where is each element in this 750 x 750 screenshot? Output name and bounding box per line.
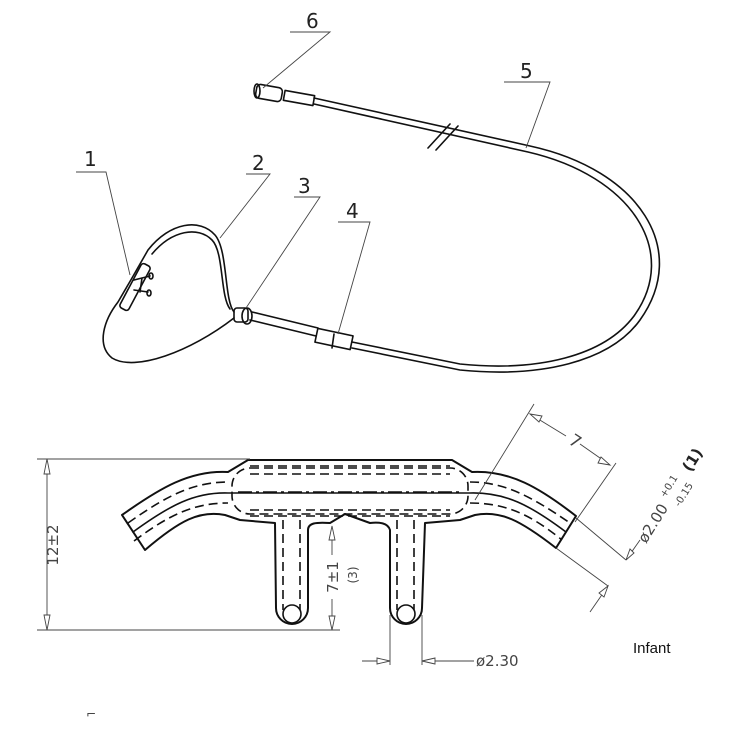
- label-6-text: 6: [306, 9, 319, 33]
- label-3-leader: [245, 196, 321, 309]
- prong-opening-left: [282, 604, 302, 624]
- hidden-lines-body: [250, 465, 450, 517]
- label-6-leader: [262, 31, 332, 89]
- overall-height-text: 12±2: [44, 524, 62, 565]
- tube-2: [102, 224, 235, 364]
- dimension-line-break: [325, 555, 341, 599]
- tube-5-inner-edge: [313, 103, 653, 367]
- label-5: 5: [504, 59, 551, 149]
- break-mark: [427, 123, 459, 151]
- dimension-overall-height: 12±2: [37, 458, 340, 631]
- label-3: 3: [245, 174, 321, 309]
- label-5-leader: [504, 81, 551, 149]
- hidden-lines-prongs: [282, 520, 415, 610]
- label-1: 1: [76, 147, 131, 276]
- connector-6: [253, 83, 316, 107]
- hidden-chamber: [231, 467, 469, 515]
- hidden-lines-side-tubes: [127, 481, 571, 542]
- tube-5: [313, 97, 661, 373]
- label-4: 4: [337, 199, 371, 335]
- dimension-tube-length: 7: [474, 403, 617, 523]
- dimension-prong-length: 7±1 (3): [324, 525, 360, 631]
- prong-length-text: 7±1: [324, 561, 342, 593]
- tube-2-inner-edge: [151, 231, 231, 310]
- tube-diameter-label: ø2.00 +0.1 -0.15 (1): [634, 445, 707, 546]
- label-4-leader: [337, 221, 371, 335]
- cannula-outline: [121, 459, 577, 625]
- label-6: 6: [262, 9, 332, 89]
- tube-diameter-text: ø2.00: [634, 500, 672, 546]
- label-2: 2: [219, 151, 271, 239]
- corner-mark: ⌐: [86, 707, 96, 721]
- label-2-text: 2: [252, 151, 265, 175]
- label-1-text: 1: [84, 147, 97, 171]
- cannula-detail-view: 12±2 7±1 (3) ø2.30 7 ø2.00 +0.1 -0.15: [37, 403, 707, 670]
- prong-diameter-text: ø2.30: [476, 652, 519, 670]
- label-4-text: 4: [346, 199, 359, 223]
- label-5-text: 5: [520, 59, 533, 83]
- nasal-cannula-1: [119, 262, 154, 312]
- prong-length-ref-text: (3): [346, 567, 360, 584]
- label-3-text: 3: [298, 174, 311, 198]
- dimension-prong-diameter: ø2.30: [362, 615, 519, 670]
- label-2-leader: [219, 173, 271, 239]
- tube-length-text: 7: [565, 430, 585, 453]
- tube-segment-3-4: [249, 311, 319, 337]
- connector-3: [233, 307, 253, 325]
- prong-opening-right: [396, 604, 416, 624]
- label-1-leader: [76, 171, 131, 276]
- assembly-view: 1 2 3 4 5 6: [76, 9, 661, 373]
- dimension-tube-diameter: ø2.00 +0.1 -0.15 (1): [555, 445, 707, 613]
- connector-4: [314, 327, 354, 351]
- caption-infant: Infant: [633, 640, 671, 657]
- tube-diameter-ref: (1): [679, 445, 707, 475]
- tube-wall-line: [132, 492, 567, 533]
